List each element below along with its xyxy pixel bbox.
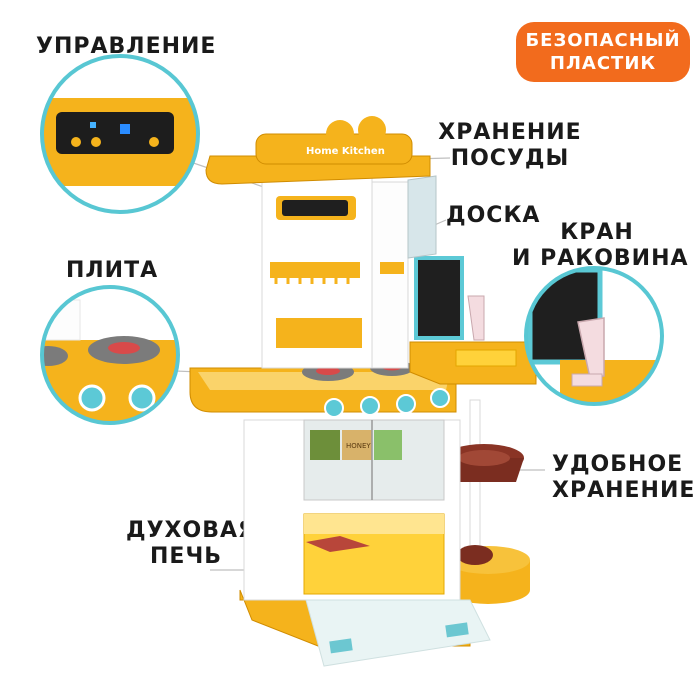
brand-plate: Home Kitchen	[306, 146, 385, 157]
label-faucet-line-1: КРАН	[560, 220, 634, 245]
label-dish-storage: ХРАНЕНИЕ ПОСУДЫ	[432, 120, 588, 172]
badge-line-1: БЕЗОПАСНЫЙ	[525, 30, 681, 51]
bottom-dish	[457, 545, 493, 565]
badge-line-2: ПЛАСТИК	[549, 53, 657, 74]
label-storage-line-1: УДОБНОЕ	[552, 452, 684, 477]
knob-3	[396, 394, 416, 414]
label-storage-line-2: ХРАНЕНИЕ	[552, 478, 696, 503]
label-dish-storage-line-1: ХРАНЕНИЕ	[438, 120, 582, 145]
label-oven: ДУХОВАЯ ПЕЧЬ	[126, 518, 256, 570]
label-oven-line-1: ДУХОВАЯ	[126, 518, 256, 543]
chalk-board	[414, 256, 464, 340]
zoom-controls	[40, 54, 200, 214]
knob-4	[430, 388, 450, 408]
safe-plastic-badge: БЕЗОПАСНЫЙ ПЛАСТИК	[516, 22, 690, 82]
label-dish-storage-line-2: ПОСУДЫ	[450, 146, 570, 171]
label-board: ДОСКА	[446, 203, 541, 228]
label-convenient-storage: УДОБНОЕ ХРАНЕНИЕ	[552, 452, 695, 504]
label-stove: ПЛИТА	[66, 258, 159, 283]
zoom-sink	[524, 266, 664, 406]
pizza	[306, 536, 370, 552]
faucet	[467, 295, 485, 341]
zoom-stove	[40, 285, 180, 425]
label-oven-line-2: ПЕЧЬ	[150, 544, 222, 569]
cabinet-door	[407, 175, 437, 259]
kitchen-toy: HONEY	[189, 116, 537, 667]
honey-box-label: HONEY	[346, 442, 371, 450]
knob-2	[360, 396, 380, 416]
lower-shelf	[276, 318, 362, 348]
storage-tray	[444, 458, 524, 482]
knob-1	[324, 398, 344, 418]
